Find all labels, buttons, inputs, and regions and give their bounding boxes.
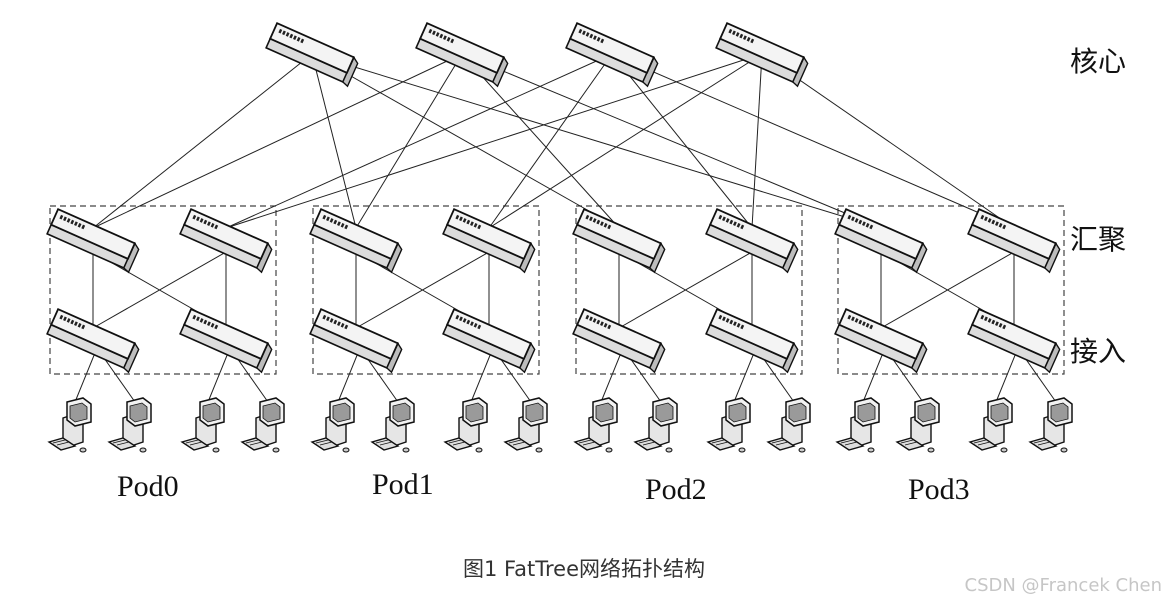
core2-pod3-link xyxy=(611,53,1015,229)
pod3-acc0-host0-computer-icon xyxy=(835,397,880,453)
aggregation-layer-label: 汇聚 xyxy=(1070,223,1127,256)
pod0-access-switch-0 xyxy=(46,307,140,374)
pod2-acc1-host0-computer-icon xyxy=(706,397,751,453)
pod1-agg1-acc0-link xyxy=(355,251,490,329)
pod3-access-switch-1 xyxy=(967,307,1061,374)
pod3-acc1-host0-computer-icon xyxy=(968,397,1013,453)
core2-pod0-link xyxy=(225,53,613,229)
pod1-acc0-host0-computer-icon xyxy=(310,397,355,453)
pod0-acc0-host0-link xyxy=(74,347,98,403)
pod0-acc0-host1-computer-icon xyxy=(107,397,152,453)
pod0-agg1-acc0-link xyxy=(92,251,227,329)
core1-pod0-link xyxy=(92,53,463,229)
access-layer-label: 接入 xyxy=(1070,335,1127,368)
pod2-access-switch-1 xyxy=(705,307,799,374)
pod0-acc0-host0-computer-icon xyxy=(47,397,92,453)
pod1-access-switch-1 xyxy=(442,307,536,374)
pod0-access-switch-1 xyxy=(179,307,273,374)
core-switch-3 xyxy=(715,21,809,88)
pod1-box xyxy=(312,205,540,375)
pod1-acc0-host1-computer-icon xyxy=(370,397,415,453)
pod2-acc0-host1-computer-icon xyxy=(633,397,678,453)
core3-pod2-link xyxy=(751,53,763,229)
pod0-aggregation-switch-1 xyxy=(179,207,273,274)
pod1-label: Pod1 xyxy=(372,468,434,501)
figure-caption: 图1 FatTree网络拓扑结构 xyxy=(462,557,706,581)
pod3-agg1-acc0-link xyxy=(880,251,1015,329)
core2-pod1-link xyxy=(488,53,613,229)
core0-pod0-link xyxy=(92,53,313,229)
pod0-acc1-host0-computer-icon xyxy=(180,397,225,453)
pod1-access-switch-0 xyxy=(309,307,403,374)
core0-pod2-link xyxy=(311,53,620,229)
pod3-acc1-host0-link xyxy=(995,347,1019,403)
core1-pod1-link xyxy=(355,53,463,229)
core0-pod3-link xyxy=(311,53,882,229)
pod3-acc0-host0-link xyxy=(862,347,886,403)
core1-pod2-link xyxy=(461,53,620,229)
pod1-acc1-host1-computer-icon xyxy=(503,397,548,453)
pod2-aggregation-switch-1 xyxy=(705,207,799,274)
pod3-access-switch-0 xyxy=(834,307,928,374)
pod3-aggregation-switch-0 xyxy=(834,207,928,274)
pod1-acc0-host0-link xyxy=(337,347,361,403)
core-switch-1 xyxy=(415,21,509,88)
pod3-acc0-host1-computer-icon xyxy=(895,397,940,453)
pod1-acc1-host0-link xyxy=(470,347,494,403)
pod1-aggregation-switch-0 xyxy=(309,207,403,274)
pod1-aggregation-switch-1 xyxy=(442,207,536,274)
pod3-aggregation-switch-1 xyxy=(967,207,1061,274)
core-switch-2 xyxy=(565,21,659,88)
pod2-aggregation-switch-0 xyxy=(572,207,666,274)
pod2-label: Pod2 xyxy=(645,473,707,506)
pod3-box xyxy=(837,205,1065,375)
core3-pod0-link xyxy=(225,53,763,229)
pod0-acc1-host1-computer-icon xyxy=(240,397,285,453)
core2-pod2-link xyxy=(611,53,753,229)
pod0-aggregation-switch-0 xyxy=(46,207,140,274)
core3-pod3-link xyxy=(761,53,1015,229)
pod2-agg1-acc0-link xyxy=(618,251,753,329)
pod2-acc0-host0-computer-icon xyxy=(573,397,618,453)
pod2-acc1-host1-computer-icon xyxy=(766,397,811,453)
watermark: CSDN @Francek Chen xyxy=(964,575,1163,596)
core3-pod1-link xyxy=(488,53,763,229)
pod2-access-switch-0 xyxy=(572,307,666,374)
core-layer-label: 核心 xyxy=(1070,45,1127,78)
core1-pod3-link xyxy=(461,53,882,229)
pod0-acc1-host0-link xyxy=(207,347,231,403)
pod3-acc1-host1-computer-icon xyxy=(1028,397,1073,453)
core-switch-0 xyxy=(265,21,359,88)
pod2-acc1-host0-link xyxy=(733,347,757,403)
pod0-label: Pod0 xyxy=(117,470,179,503)
pod2-acc0-host0-link xyxy=(600,347,624,403)
pod1-acc1-host0-computer-icon xyxy=(443,397,488,453)
core0-pod1-link xyxy=(311,53,357,229)
pod3-label: Pod3 xyxy=(908,473,970,506)
pod0-box xyxy=(49,205,277,375)
pod2-box xyxy=(575,205,803,375)
